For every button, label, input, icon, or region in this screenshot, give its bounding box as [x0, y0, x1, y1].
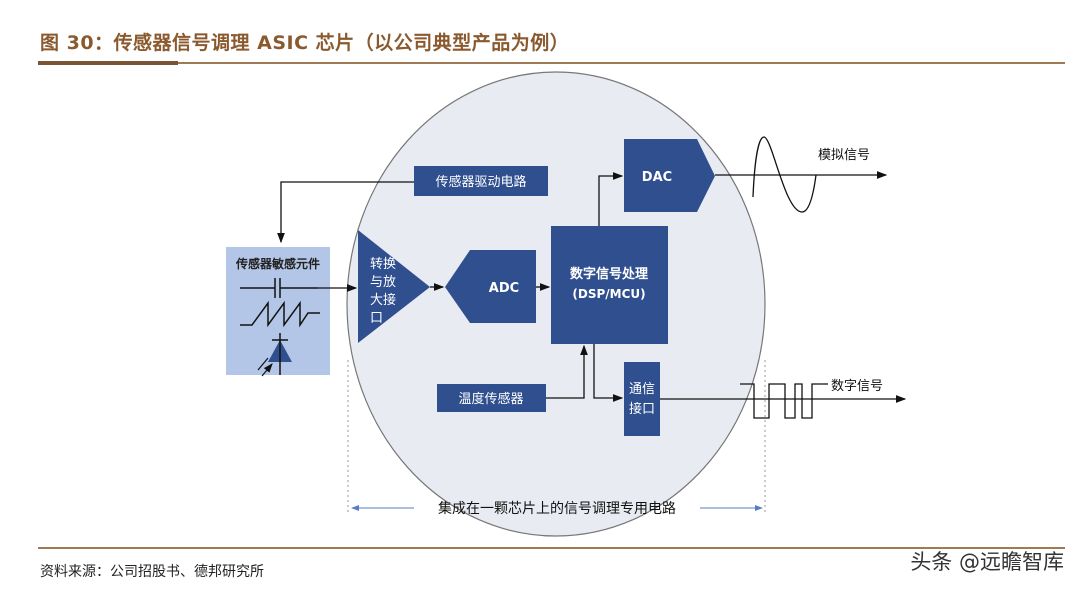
amp-label-2: 与放 [370, 275, 396, 290]
title-rule-accent [38, 61, 178, 65]
dsp-to-dac-line [598, 172, 624, 226]
comm-interface-block [624, 362, 660, 436]
resistor-icon [240, 300, 320, 328]
comm-label-2: 接口 [629, 401, 655, 417]
figure-title: 图 30：传感器信号调理 ASIC 芯片（以公司典型产品为例） [40, 32, 570, 54]
adc-block [445, 250, 536, 323]
footer-rule [38, 547, 1065, 549]
digital-signal-label: 数字信号 [831, 379, 883, 394]
dsp-to-comm-line [593, 344, 624, 402]
dac-block [624, 139, 715, 212]
watermark: 头条 @远瞻智库 [910, 550, 1064, 574]
sine-wave-icon [752, 136, 817, 213]
dsp-block [551, 226, 668, 344]
dsp-sublabel: (DSP/MCU) [572, 287, 645, 301]
amp-label-3: 大接 [370, 292, 396, 308]
dsp-label: 数字信号处理 [570, 266, 648, 282]
temperature-sensor-block [437, 384, 546, 412]
driver-to-sensor-line [277, 181, 414, 244]
comm-label-1: 通信 [629, 382, 655, 397]
photodiode-icon [257, 333, 292, 377]
analog-signal-label: 模拟信号 [818, 148, 870, 163]
driver-circuit-block [414, 166, 548, 196]
amp-label-4: 口 [370, 311, 383, 326]
chip-label: 集成在一颗芯片上的信号调理专用电路 [438, 500, 676, 517]
driver-label: 传感器驱动电路 [435, 174, 526, 190]
adc-label: ADC [489, 281, 519, 296]
sensor-label: 传感器敏感元件 [235, 256, 320, 271]
amplifier-block [358, 230, 430, 343]
dac-label: DAC [642, 170, 672, 185]
amp-label-1: 转换 [370, 257, 396, 272]
capacitor-icon [240, 278, 318, 298]
square-wave-icon [740, 383, 828, 419]
source-note: 资料来源：公司招股书、德邦研究所 [40, 564, 264, 580]
temp-label: 温度传感器 [458, 391, 523, 407]
title-rule [38, 62, 1065, 64]
temp-to-dsp-line [546, 344, 588, 399]
